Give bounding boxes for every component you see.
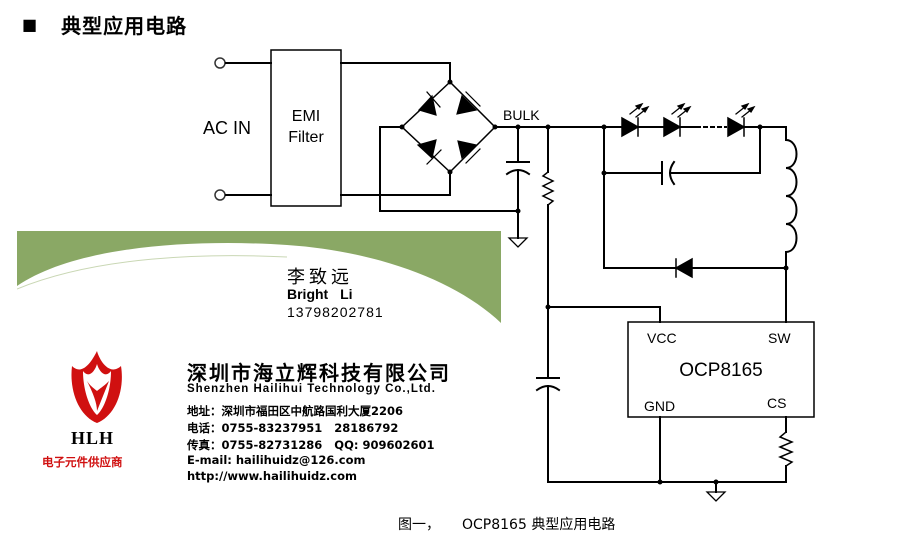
- bridge-diode-3: [416, 139, 442, 165]
- card-email: E-mail: hailihuidz@126.com: [187, 453, 366, 467]
- bulk-label: BULK: [503, 107, 540, 123]
- startup-resistor: [541, 170, 555, 207]
- page-title: 典型应用电路: [61, 14, 188, 38]
- card-tel: 电话：0755-83237951 28186792: [187, 421, 399, 435]
- pin-cs-label: CS: [767, 395, 786, 411]
- emi-label-line2: Filter: [288, 129, 324, 146]
- card-address: 地址：深圳市福田区中航路国利大厦2206: [187, 404, 404, 418]
- figure-caption: 图一， OCP8165 典型应用电路: [398, 514, 615, 534]
- card-company-en: Shenzhen Hailihui Technology Co.,Ltd.: [187, 383, 436, 395]
- bridge-diode-1: [417, 91, 441, 116]
- ac-in-label: AC IN: [203, 118, 251, 138]
- emi-label-line1: EMI: [292, 108, 320, 125]
- section-heading: ■ 典型应用电路: [22, 10, 187, 39]
- heading-bullet: ■: [22, 14, 38, 34]
- ac-terminal-top: [214, 57, 226, 69]
- sense-resistor: [778, 430, 794, 468]
- card-background: [17, 231, 501, 423]
- pin-vcc-label: VCC: [647, 330, 677, 346]
- card-phone: 13798202781: [287, 304, 384, 320]
- card-company-cn: 深圳市海立辉科技有限公司: [187, 361, 451, 385]
- card-logo-text: HLH: [71, 428, 115, 448]
- emi-filter-box: [270, 49, 342, 207]
- freewheel-diode: [674, 257, 693, 279]
- bridge-diode-2: [456, 91, 481, 115]
- company-logo: [71, 351, 122, 423]
- pin-gnd-label: GND: [644, 398, 675, 414]
- ocp8165-chip: [627, 321, 815, 418]
- business-card: 李致远 Bright Li 13798202781 深圳市海立辉科技有限公司 S…: [17, 231, 501, 502]
- ground-symbol-2: [705, 491, 727, 502]
- card-slogan: 电子元件供应商: [42, 455, 123, 469]
- chip-name-label: OCP8165: [679, 360, 762, 381]
- led-1: [621, 116, 640, 138]
- led-3: [727, 116, 746, 138]
- figure-caption-text: OCP8165 典型应用电路: [462, 517, 616, 533]
- card-website: http://www.hailihuidz.com: [187, 469, 358, 483]
- inductor: [784, 138, 798, 254]
- figure-label: 图一，: [398, 517, 440, 533]
- card-name-cn: 李致远: [287, 267, 353, 288]
- ground-symbol-1: [507, 237, 529, 248]
- bridge-rectifier: [400, 80, 497, 174]
- led-2: [663, 116, 682, 138]
- card-fax: 传真：0755-82731286 QQ: 909602601: [187, 438, 435, 452]
- ac-terminal-bottom: [214, 189, 226, 201]
- card-top-wave: [17, 231, 501, 323]
- bridge-diode-4: [457, 140, 481, 164]
- card-name-en: Bright Li: [287, 286, 353, 302]
- pin-sw-label: SW: [768, 330, 791, 346]
